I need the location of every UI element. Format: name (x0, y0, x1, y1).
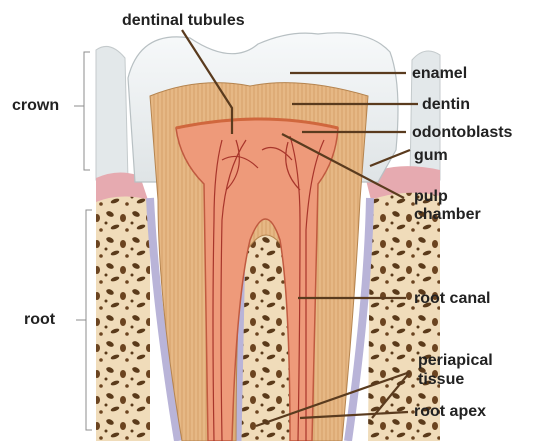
label-dentinal-tubules: dentinal tubules (122, 12, 245, 29)
label-root-canal: root canal (414, 290, 490, 307)
crown-bracket (74, 52, 90, 170)
label-periapical-1: periapical (418, 352, 493, 369)
label-crown: crown (12, 97, 59, 114)
label-gum: gum (414, 147, 448, 164)
label-enamel: enamel (412, 65, 467, 82)
root-bracket (76, 210, 92, 430)
label-dentin: dentin (422, 96, 470, 113)
left-neighbor-tooth (96, 46, 128, 180)
label-pulp-chamber-2: chamber (414, 206, 481, 223)
label-root: root (24, 311, 55, 328)
label-root-apex: root apex (414, 403, 486, 420)
label-pulp-chamber-1: pulp (414, 188, 448, 205)
label-odontoblasts: odontoblasts (412, 124, 512, 141)
label-periapical-2: tissue (418, 371, 464, 388)
